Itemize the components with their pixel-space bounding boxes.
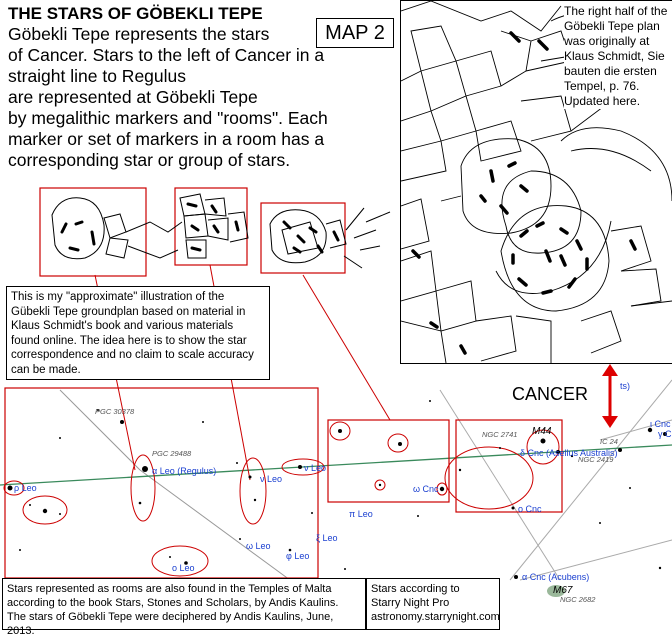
label-upsilon-leo: ν Leo (304, 463, 326, 473)
intro-line: corresponding star or group of stars. (8, 150, 291, 170)
label-xi-leo: ξ Leo (316, 533, 338, 543)
label-ngc2741: NGC 2741 (482, 430, 517, 439)
label-omega2-cnc: ω Cnc (413, 484, 439, 494)
intro-line: by megalithic markers and "rooms". Each (8, 108, 328, 128)
label-asellus: δ Cnc (Asellus Australis) (520, 448, 618, 458)
footer-right-line: astronomy.starrynight.com (371, 611, 500, 623)
label-rho-leo: ρ Leo (14, 483, 37, 493)
label-acubens: α Cnc (Acubens) (522, 572, 589, 582)
label-ngc2682: NGC 2682 (560, 595, 596, 604)
cancer-label: CANCER (512, 384, 589, 404)
intro-line: of Cancer. Stars to the left of Cancer i… (8, 45, 325, 65)
sketch-box-1 (39, 187, 147, 277)
page-title: THE STARS OF GÖBEKLI TEPE (8, 4, 263, 23)
label-ic24: IC 24 (600, 437, 618, 446)
label-pi-leo: π Leo (349, 509, 373, 519)
label-ts: ts) (620, 381, 630, 391)
intro-text: Göbekli Tepe represents the stars of Can… (8, 24, 393, 171)
approximate-note: This is my "approximate" illustration of… (6, 286, 270, 380)
footer-left-note: Stars represented as rooms are also foun… (2, 578, 366, 637)
label-ngc2419: NGC 2419 (578, 455, 614, 464)
m67-cluster (547, 585, 565, 597)
footer-left-line: Stars represented as rooms are also foun… (7, 583, 332, 595)
cancer-region-box (455, 419, 563, 513)
middle-region-box (327, 419, 450, 503)
label-omega-leo: ω Leo (246, 541, 271, 551)
intro-line: marker or set of markers in a room has a (8, 129, 325, 149)
label-pgc30378: PGC 30378 (95, 407, 135, 416)
label-m44: M44 (532, 426, 552, 437)
footer-right-note: Stars according to Starry Night Pro astr… (366, 578, 500, 630)
label-phi-leo: φ Leo (286, 551, 309, 561)
label-o-leo: o Leo (172, 563, 195, 573)
label-gamma-cnc: γ Cnc (658, 429, 672, 439)
label-nu-leo: ν Leo (260, 474, 282, 484)
label-m67: M67 (553, 585, 573, 596)
label-c-cnc: ι Cnc (650, 419, 671, 429)
ecliptic-line (0, 444, 672, 486)
intro-line: Göbekli Tepe represents the stars (8, 24, 270, 44)
groundplan-drawing (401, 1, 672, 363)
label-pgc29488: PGC 29488 (152, 449, 192, 458)
plan-source-note: The right half of the Göbekli Tepe plan … (564, 4, 670, 109)
footer-left-line: The stars of Göbekli Tepe were deciphere… (7, 611, 334, 637)
footer-left-line: according to the book Stars, Stones and … (7, 597, 339, 609)
label-o-cnc: o Cnc (518, 504, 542, 514)
intro-line: straight line to Regulus (8, 66, 187, 86)
label-regulus: α Leo (Regulus) (152, 466, 216, 476)
map-label: MAP 2 (316, 18, 394, 48)
footer-right-line: Stars according to (371, 583, 460, 595)
intro-line: are represented at Göbekli Tepe (8, 87, 258, 107)
footer-right-line: Starry Night Pro (371, 597, 450, 609)
